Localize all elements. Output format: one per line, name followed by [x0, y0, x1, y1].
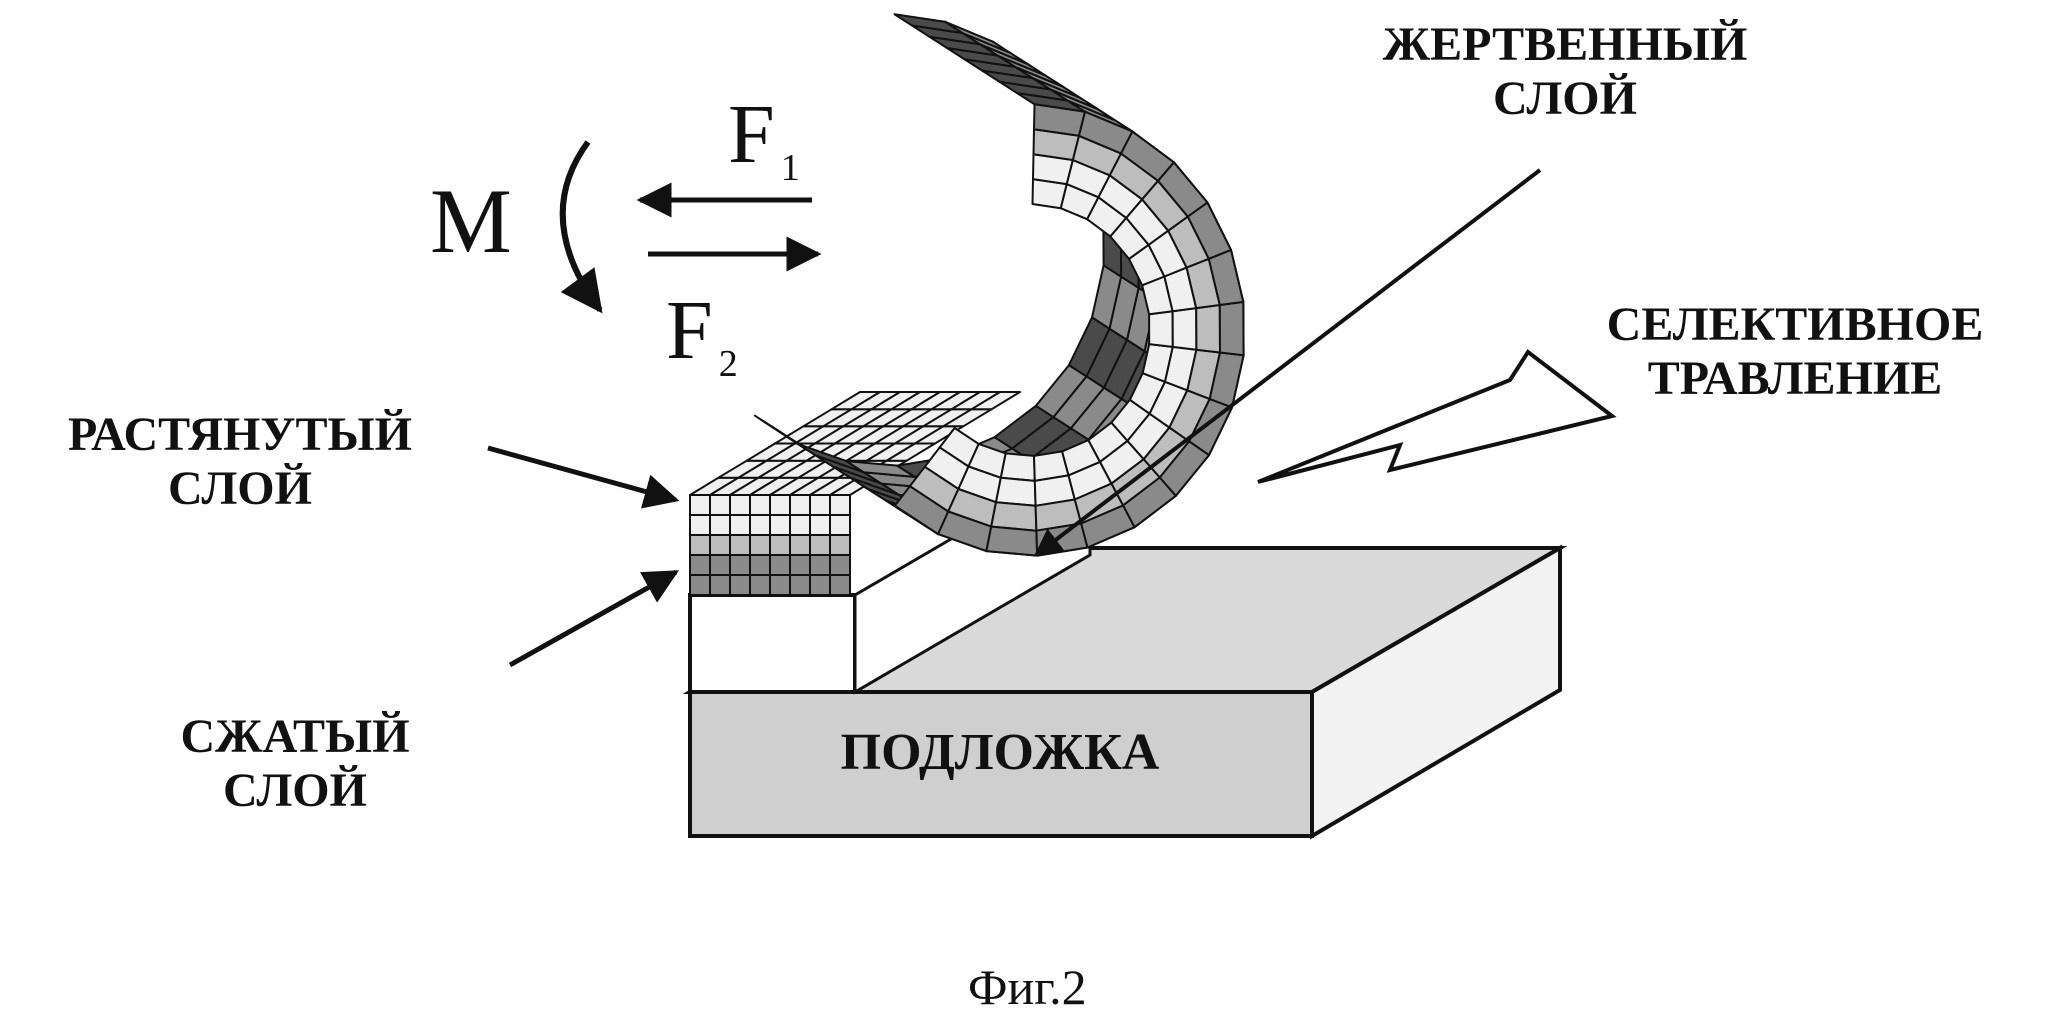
etching-lightning-arrow: [1257, 349, 1617, 484]
sacrificial-layer-label: ЖЕРТВЕННЫЙ СЛОЙ: [1335, 18, 1795, 126]
flat-strip-front-cell: [809, 534, 831, 556]
compressed-label-line2: СЛОЙ: [223, 763, 367, 817]
flat-strip-front-cell: [829, 534, 851, 556]
flat-strip-front-cell: [709, 514, 731, 536]
flat-strip-top-cell: [970, 391, 1021, 411]
flat-strip-front-cell: [689, 534, 711, 556]
flat-strip-front-cell: [689, 494, 711, 516]
compressed-layer-label: СЖАТЫЙ СЛОЙ: [130, 710, 460, 818]
tube-section-cell: [999, 452, 1036, 482]
sacrificial-label-line1: ЖЕРТВЕННЫЙ: [1382, 18, 1748, 71]
flat-strip-front-cell: [769, 554, 791, 576]
moment-symbol: M: [430, 170, 512, 272]
flat-strip-front-cell: [709, 494, 731, 516]
force2-letter: F: [666, 284, 713, 377]
flat-strip-front-cell: [809, 514, 831, 536]
force1-index: 1: [780, 147, 800, 189]
force1-letter: F: [728, 88, 775, 181]
tube-section-cell: [1148, 310, 1174, 348]
flat-strip-front-cell: [729, 494, 751, 516]
flat-strip-front-cell: [689, 574, 711, 596]
etching-label-line1: СЕЛЕКТИВНОЕ: [1606, 298, 1984, 351]
stretched-layer-arrow: [487, 445, 680, 509]
tube-section-cell: [995, 476, 1037, 507]
selective-etching-label: СЕЛЕКТИВНОЕ ТРАВЛЕНИЕ: [1555, 298, 2035, 406]
sacrificial-layer-front: [688, 593, 857, 694]
flat-strip-front-cell: [729, 574, 751, 596]
substrate-front-face: [688, 690, 1314, 838]
flat-strip-front-cell: [769, 494, 791, 516]
figure-caption: Фиг.2: [968, 959, 1087, 1015]
curled-bilayer: [689, 13, 1245, 596]
flat-strip-front-cell: [769, 514, 791, 536]
tube-section-cell: [1033, 103, 1086, 137]
flat-strip-front-cell: [769, 534, 791, 556]
flat-strip-front-cell: [789, 534, 811, 556]
flat-strip-front-cell: [809, 554, 831, 576]
flat-strip-front-cell: [789, 514, 811, 536]
etching-label-line2: ТРАВЛЕНИЕ: [1647, 351, 1943, 405]
flat-strip-front-cell: [829, 574, 851, 596]
flat-strip-front-cell: [749, 534, 771, 556]
tube-section-cell: [1171, 307, 1198, 351]
flat-strip-front-cell: [749, 554, 771, 576]
tube-outer-cell: [893, 13, 964, 34]
flat-strip-front-cell: [689, 514, 711, 536]
flat-strip-front-cell: [729, 514, 751, 536]
sacrificial-leader-line: [1033, 168, 1542, 557]
flat-strip-front-cell: [709, 554, 731, 576]
stretched-layer-label: РАСТЯНУТЫЙ СЛОЙ: [10, 408, 470, 516]
compressed-label-line1: СЖАТЫЙ: [180, 710, 410, 763]
tube-section-cell: [1195, 304, 1221, 354]
flat-strip-front-cell: [809, 574, 831, 596]
force2-index: 2: [718, 343, 738, 385]
flat-strip-front-cell: [829, 514, 851, 536]
flat-strip-front-cell: [789, 554, 811, 576]
flat-strip-front-cell: [749, 514, 771, 536]
flat-strip-front-cell: [789, 494, 811, 516]
flat-strip-front-cell: [709, 574, 731, 596]
flat-strip-front-cell: [729, 554, 751, 576]
flat-strip-front-cell: [709, 534, 731, 556]
flat-strip-front-cell: [809, 494, 831, 516]
flat-strip-front-cell: [829, 554, 851, 576]
compressed-layer-arrow: [508, 569, 680, 668]
flat-strip-front-cell: [749, 494, 771, 516]
tube-section-cell: [1218, 300, 1245, 357]
flat-strip-front-cell: [689, 554, 711, 576]
flat-strip-front-cell: [729, 534, 751, 556]
stretched-label-line2: СЛОЙ: [168, 461, 312, 515]
substrate-label: ПОДЛОЖКА: [840, 724, 1160, 781]
sacrificial-label-line2: СЛОЙ: [1493, 71, 1637, 125]
flat-strip-front-cell: [769, 574, 791, 596]
tube-section-cell: [985, 525, 1039, 557]
flat-strip-front-cell: [789, 574, 811, 596]
flat-strip-front-cell: [829, 494, 851, 516]
stretched-label-line1: РАСТЯНУТЫЙ: [67, 408, 412, 461]
flat-strip-front-cell: [749, 574, 771, 596]
moment-arc-arrow: [559, 140, 603, 314]
